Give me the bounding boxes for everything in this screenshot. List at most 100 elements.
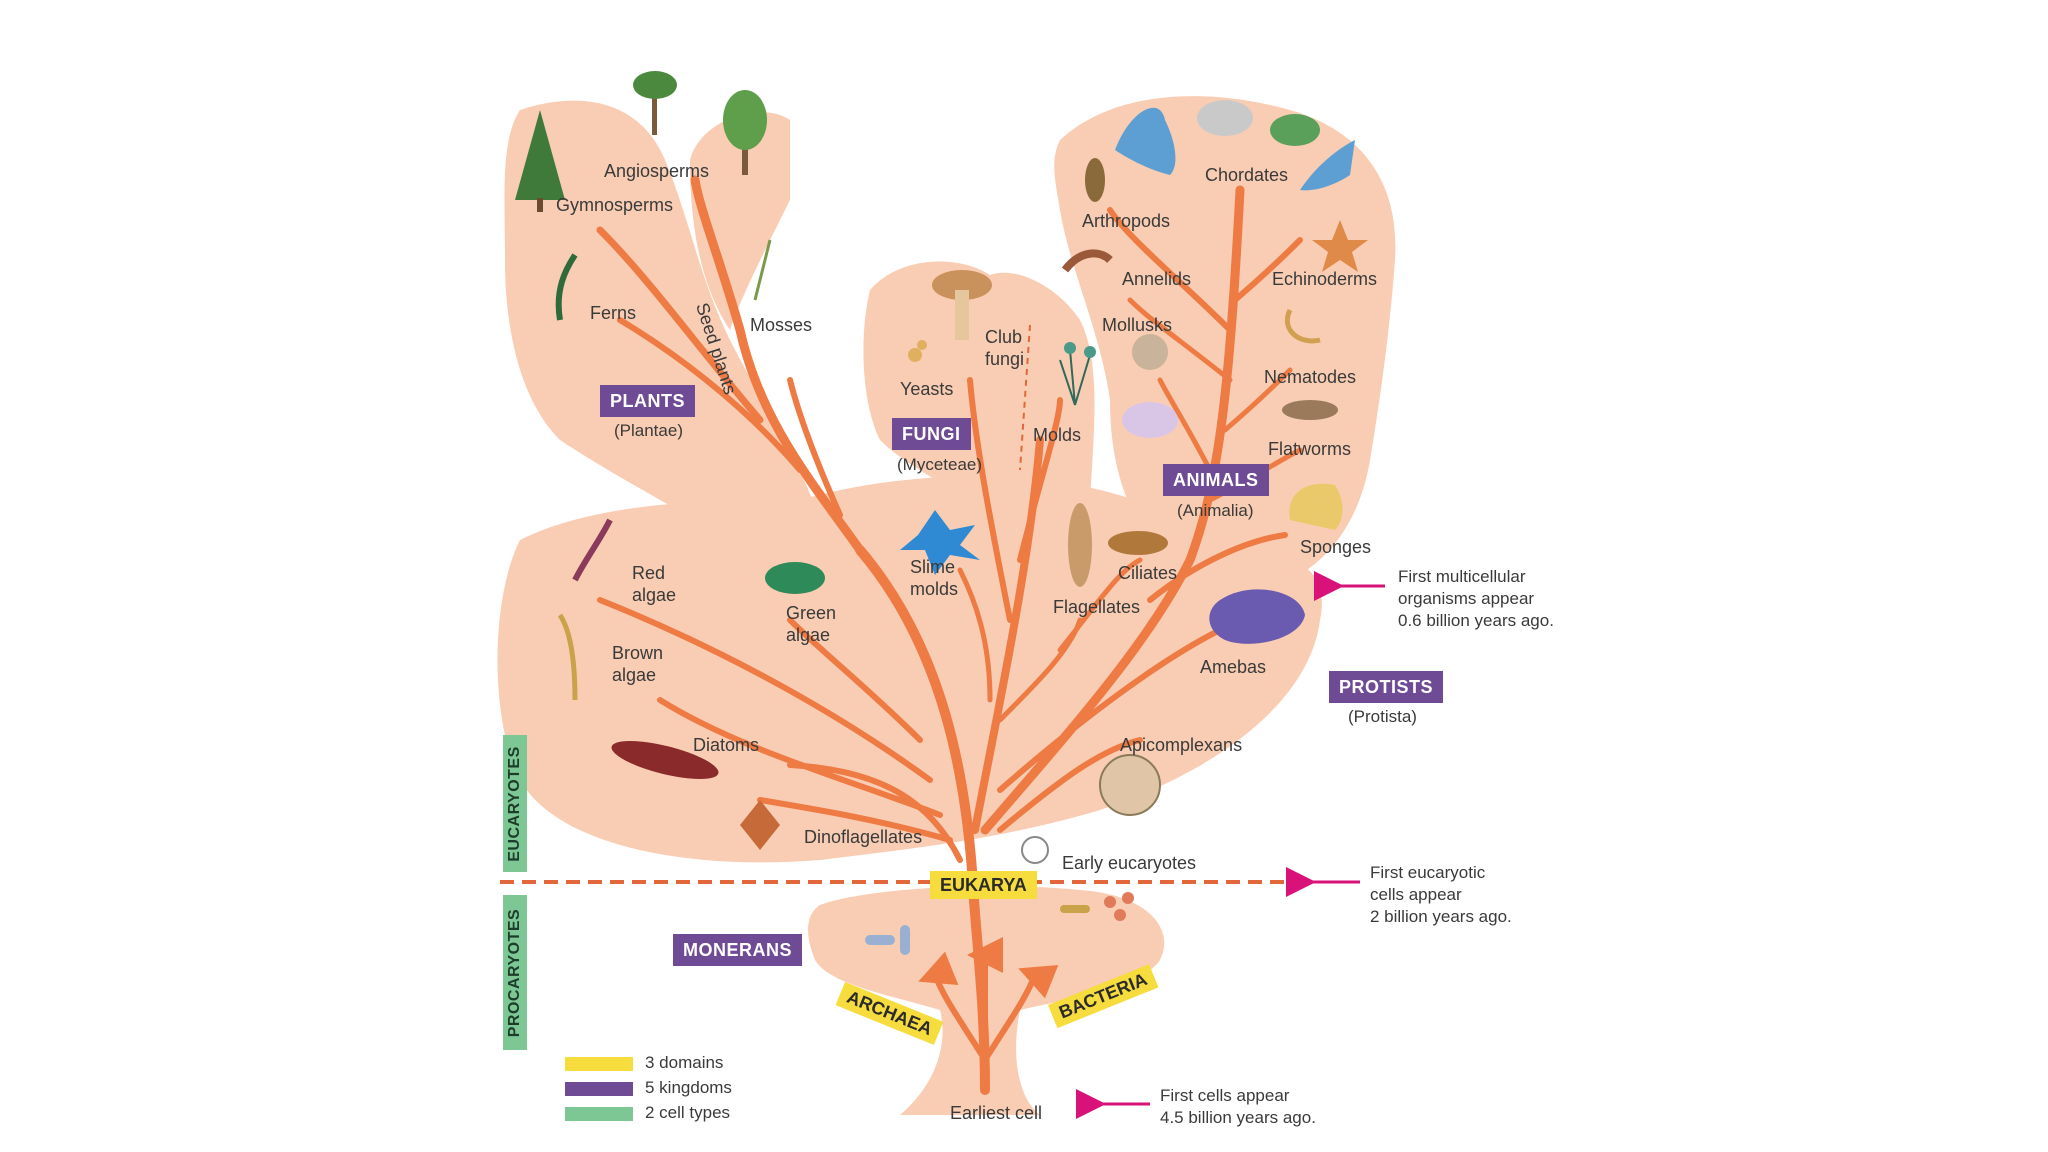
amebas-branch [997, 627, 1223, 793]
label-nematodes: Nematodes [1264, 367, 1357, 387]
slime-molds-branch [957, 567, 993, 703]
fungi-stem [971, 436, 1044, 834]
note-multicellular: First multicellular organisms appear 0.6… [1398, 567, 1554, 630]
brown-algae-icon [557, 613, 578, 701]
molds-branch [1017, 397, 1063, 563]
label-sponges: Sponges [1300, 537, 1372, 557]
legend-swatch-kingdoms [565, 1082, 633, 1096]
green-algae-branch [787, 617, 923, 743]
red-algae-icon [572, 518, 613, 582]
cell-type-eucaryotes: EUCARYOTES [503, 735, 527, 872]
kingdom-plants: PLANTS [600, 385, 695, 417]
note-eucaryotic: First eucaryotic cells appear 2 billion … [1370, 863, 1512, 926]
label-flagellates: Flagellates [1053, 597, 1141, 617]
yeast-icon [908, 340, 927, 362]
label-green-algae: Green algae [786, 603, 837, 645]
label-chordates: Chordates [1205, 165, 1289, 185]
palm-tree-icon [633, 71, 677, 135]
ferns-branch [617, 317, 803, 473]
sponges-branch [1147, 532, 1288, 603]
fern-icon [555, 253, 578, 321]
ameba-icon [1209, 589, 1305, 644]
note-first-cells: First cells appear 4.5 billion years ago… [1160, 1086, 1316, 1127]
trunk [855, 545, 990, 1095]
moss-icon [753, 239, 772, 301]
label-apicomplexans: Apicomplexans [1120, 735, 1243, 755]
red-algae-branch [597, 597, 933, 783]
kingdom-animals: ANIMALS [1163, 464, 1269, 496]
label-gymnosperms: Gymnosperms [556, 195, 674, 215]
bird-icon [1115, 107, 1176, 175]
insect-icon [1085, 158, 1105, 202]
label-red-algae: Red algae [632, 563, 677, 605]
archaea-icons [865, 925, 910, 955]
club-fungi-branch [967, 377, 1013, 623]
label-mollusks: Mollusks [1102, 315, 1173, 335]
label-yeasts: Yeasts [900, 379, 954, 399]
kingdom-animals-latin: (Animalia) [1177, 501, 1254, 520]
bacteria-arrow [982, 964, 1059, 1063]
legend-label-kingdoms: 5 kingdoms [645, 1078, 732, 1097]
diatom-icon [611, 740, 719, 780]
snail-icon [1132, 334, 1168, 370]
green-algae-icon [765, 562, 825, 594]
label-echinoderms: Echinoderms [1272, 269, 1378, 289]
label-club-fungi: Club fungi [985, 327, 1025, 369]
flatworm-icon [1282, 400, 1338, 420]
apicomplexan-icon [1099, 754, 1161, 816]
cell-type-procaryotes: PROCARYOTES [503, 895, 527, 1050]
label-angiosperms: Angiosperms [604, 161, 710, 181]
starfish-icon [1312, 220, 1368, 272]
nematode-icon [1284, 308, 1321, 344]
fungi-divider [1019, 324, 1031, 471]
timeline-arrows [1076, 571, 1385, 1119]
ciliate-icon [1108, 531, 1168, 555]
plants-stem [690, 175, 865, 555]
apicomplexans-branch [997, 737, 1143, 833]
kingdom-regions [497, 96, 1396, 1115]
cell-type-procaryotes-label: PROCARYOTES [506, 908, 523, 1037]
label-amebas: Amebas [1200, 657, 1267, 677]
label-dinoflagellates: Dinoflagellates [804, 827, 923, 847]
echinoderms-branch [1232, 237, 1303, 303]
label-flatworms: Flatworms [1268, 439, 1352, 459]
mushroom-icon [932, 270, 992, 340]
domain-eukarya: EUKARYA [930, 871, 1037, 899]
flagellate-icon [1068, 503, 1092, 587]
kingdom-plants-latin: (Plantae) [614, 421, 683, 440]
animals-region [1054, 96, 1396, 580]
legend-swatch-domains [565, 1057, 633, 1071]
label-ciliates: Ciliates [1118, 563, 1178, 583]
mouse-icon [1197, 100, 1253, 136]
jellyfish-icon [1122, 402, 1178, 438]
early-eucaryote-icon [1021, 836, 1049, 864]
label-slime-molds: Slime molds [910, 557, 959, 599]
label-diatoms: Diatoms [693, 735, 760, 755]
label-arthropods: Arthropods [1082, 211, 1171, 231]
ciliates-branch [1057, 557, 1143, 653]
frog-icon [1270, 114, 1320, 146]
organism-illustrations [515, 71, 1368, 955]
dinoflagellates-branch [787, 762, 963, 863]
gymnosperms-branch [596, 226, 764, 424]
label-earliest-cell: Earliest cell [950, 1103, 1043, 1123]
label-early-eucaryotes: Early eucaryotes [1062, 853, 1197, 873]
legend-label-cell-types: 2 cell types [645, 1103, 731, 1122]
plants-region [504, 100, 820, 561]
cell-type-eucaryotes-label: EUCARYOTES [506, 745, 523, 862]
fish-icon [1300, 140, 1355, 191]
arthropods-branch [1107, 207, 1233, 333]
bacteria-icons [1060, 892, 1134, 921]
label-ferns: Ferns [590, 303, 637, 323]
kingdom-monerans: MONERANS [673, 934, 803, 966]
annelids-branch [1127, 297, 1233, 383]
kingdom-fungi: FUNGI [892, 418, 971, 450]
kingdom-protists: PROTISTS [1329, 671, 1444, 703]
plants-right-lobe [690, 112, 790, 330]
label-mosses: Mosses [750, 315, 813, 335]
label-brown-algae: Brown algae [612, 643, 664, 685]
worm-icon [1061, 249, 1113, 273]
legend-label-domains: 3 domains [645, 1053, 724, 1072]
